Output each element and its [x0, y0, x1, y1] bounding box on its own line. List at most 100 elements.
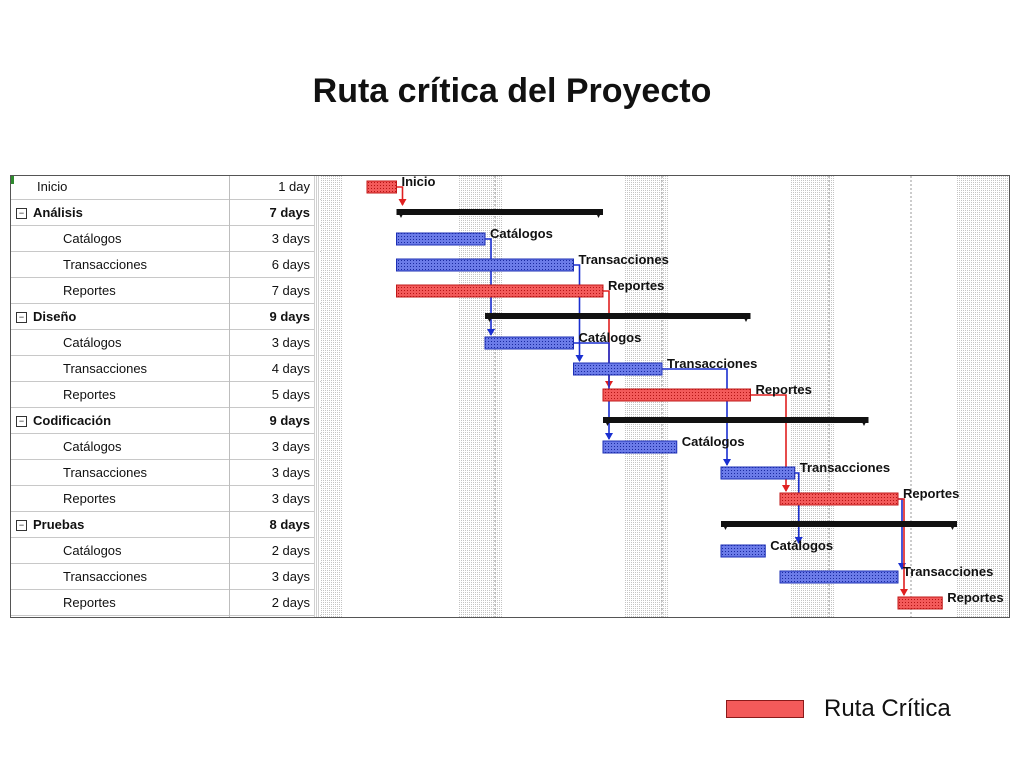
summary-bar — [603, 417, 869, 423]
task-name-text: Reportes — [63, 387, 116, 402]
dependency-link — [898, 498, 903, 569]
task-bar-label: Transacciones — [579, 252, 669, 267]
task-bar-label: Reportes — [608, 278, 664, 293]
task-duration: 3 days — [271, 335, 310, 350]
nonworking-band — [459, 176, 503, 617]
task-bar-label: Catálogos — [682, 434, 745, 449]
nonworking-band — [791, 176, 835, 617]
dependency-link — [485, 238, 492, 335]
link-arrowhead — [723, 459, 731, 466]
task-bar — [720, 544, 766, 558]
link-arrowhead — [487, 329, 495, 336]
collapse-icon[interactable]: − — [16, 416, 27, 428]
task-name: −Diseño — [11, 304, 229, 329]
task-bar — [779, 570, 899, 584]
task-row[interactable]: Catálogos 3 days — [11, 434, 321, 460]
task-name-text: Catálogos — [63, 231, 122, 246]
task-duration: 9 days — [269, 413, 310, 428]
task-bar-label: Transacciones — [667, 356, 757, 371]
dependency-link — [794, 472, 800, 543]
link-arrowhead — [794, 537, 803, 544]
task-row[interactable]: −Codificación 9 days — [11, 408, 321, 434]
task-name: −Análisis — [11, 200, 229, 225]
task-name-text: Reportes — [63, 491, 116, 506]
slide-title: Ruta crítica del Proyecto — [312, 72, 712, 110]
summary-bar — [396, 209, 603, 215]
task-name: Transacciones — [11, 356, 281, 381]
dependency-link — [662, 368, 728, 465]
task-name: Catálogos — [11, 434, 281, 459]
summary-bar — [721, 521, 957, 527]
task-name: Reportes — [11, 382, 281, 407]
summary-bar-end-cap — [948, 521, 957, 530]
link-arrowhead — [575, 355, 584, 362]
task-bar-label: Catálogos — [770, 538, 833, 553]
task-bar — [396, 232, 486, 246]
task-duration: 9 days — [269, 309, 310, 324]
summary-bar-start-cap — [396, 209, 406, 218]
task-row[interactable]: Reportes 3 days — [11, 486, 321, 512]
legend-critical-label: Ruta Crítica — [824, 695, 951, 722]
task-name-text: Reportes — [63, 283, 116, 298]
task-bar — [573, 362, 663, 376]
task-name-text: Inicio — [37, 179, 68, 194]
summary-bar-start-cap — [603, 417, 612, 426]
task-name-text: Codificación — [33, 413, 112, 428]
critical-task-bar — [779, 492, 899, 506]
collapse-icon[interactable]: − — [16, 312, 27, 324]
critical-link — [750, 394, 787, 491]
summary-bar-end-cap — [741, 313, 751, 322]
link-arrowhead — [398, 199, 407, 206]
critical-task-bar — [897, 596, 943, 610]
collapse-icon[interactable]: − — [16, 208, 27, 220]
task-bar-label: Inicio — [402, 176, 436, 189]
task-name: Catálogos — [11, 538, 281, 563]
task-row[interactable]: Transacciones 4 days — [11, 356, 321, 382]
task-bar — [602, 440, 678, 454]
task-duration: 3 days — [271, 465, 310, 480]
task-name: Transacciones — [11, 564, 281, 589]
task-name: Catálogos — [11, 330, 281, 355]
task-name-text: Catálogos — [63, 543, 122, 558]
gantt-timeline: InicioCatálogosTransaccionesReportesCatá… — [321, 176, 1009, 617]
task-duration: 3 days — [271, 569, 310, 584]
task-bar-label: Catálogos — [490, 226, 553, 241]
nonworking-band — [321, 176, 343, 617]
task-bar-label: Catálogos — [579, 330, 642, 345]
task-duration: 3 days — [271, 491, 310, 506]
task-name-text: Catálogos — [63, 439, 122, 454]
link-arrowhead — [900, 589, 908, 596]
task-duration: 3 days — [271, 439, 310, 454]
task-bar — [396, 258, 574, 272]
task-row[interactable]: −Diseño 9 days — [11, 304, 321, 330]
collapse-icon[interactable]: − — [16, 520, 27, 532]
task-name: −Pruebas — [11, 512, 229, 537]
task-duration: 6 days — [271, 257, 310, 272]
task-name: Transacciones — [11, 460, 281, 485]
green-marker — [11, 176, 14, 184]
task-name: Inicio — [11, 176, 255, 199]
task-bar-label: Transacciones — [800, 460, 890, 475]
table-chart-separator — [314, 176, 320, 617]
task-bar — [720, 466, 796, 480]
task-name-text: Diseño — [33, 309, 77, 324]
task-name: Reportes — [11, 278, 281, 303]
critical-task-bar — [602, 388, 751, 402]
task-name-text: Transacciones — [63, 361, 148, 376]
critical-link — [898, 498, 905, 595]
task-bar-label: Reportes — [756, 382, 812, 397]
task-duration: 4 days — [271, 361, 310, 376]
